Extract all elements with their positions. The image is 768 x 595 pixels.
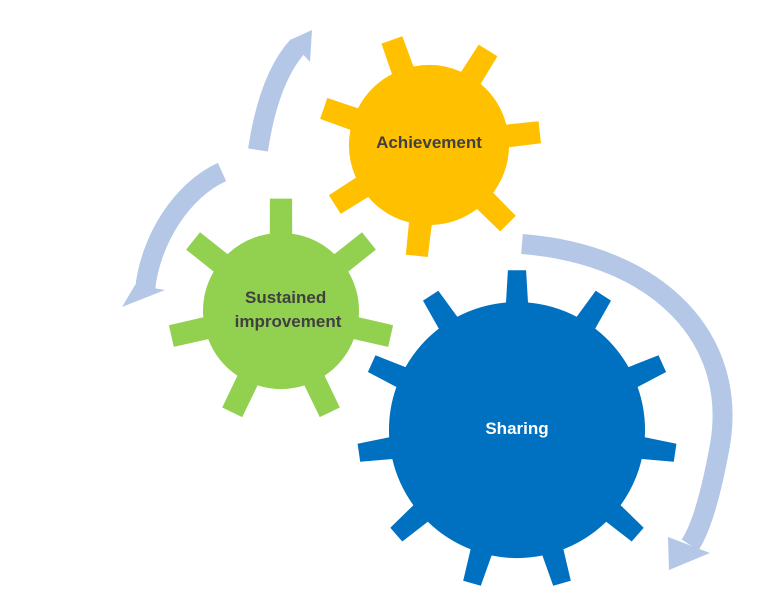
- arrow-upper-left: [248, 30, 312, 152]
- arrow-left: [122, 162, 227, 307]
- gear-achievement: [320, 36, 541, 258]
- gear-label-achievement: Achievement: [376, 133, 482, 152]
- gear-sharing: [357, 270, 677, 586]
- sharing-line-1: Sharing: [485, 419, 548, 438]
- gear-sustained-improvement: [168, 198, 394, 418]
- gear-label-sharing: Sharing: [485, 419, 548, 438]
- achievement-line-1: Achievement: [376, 133, 482, 152]
- sustained-line-1: Sustained: [245, 288, 326, 307]
- arrow-right: [521, 234, 733, 570]
- gear-label-sustained-improvement: Sustained improvement: [235, 288, 342, 331]
- sustained-line-2: improvement: [235, 312, 342, 331]
